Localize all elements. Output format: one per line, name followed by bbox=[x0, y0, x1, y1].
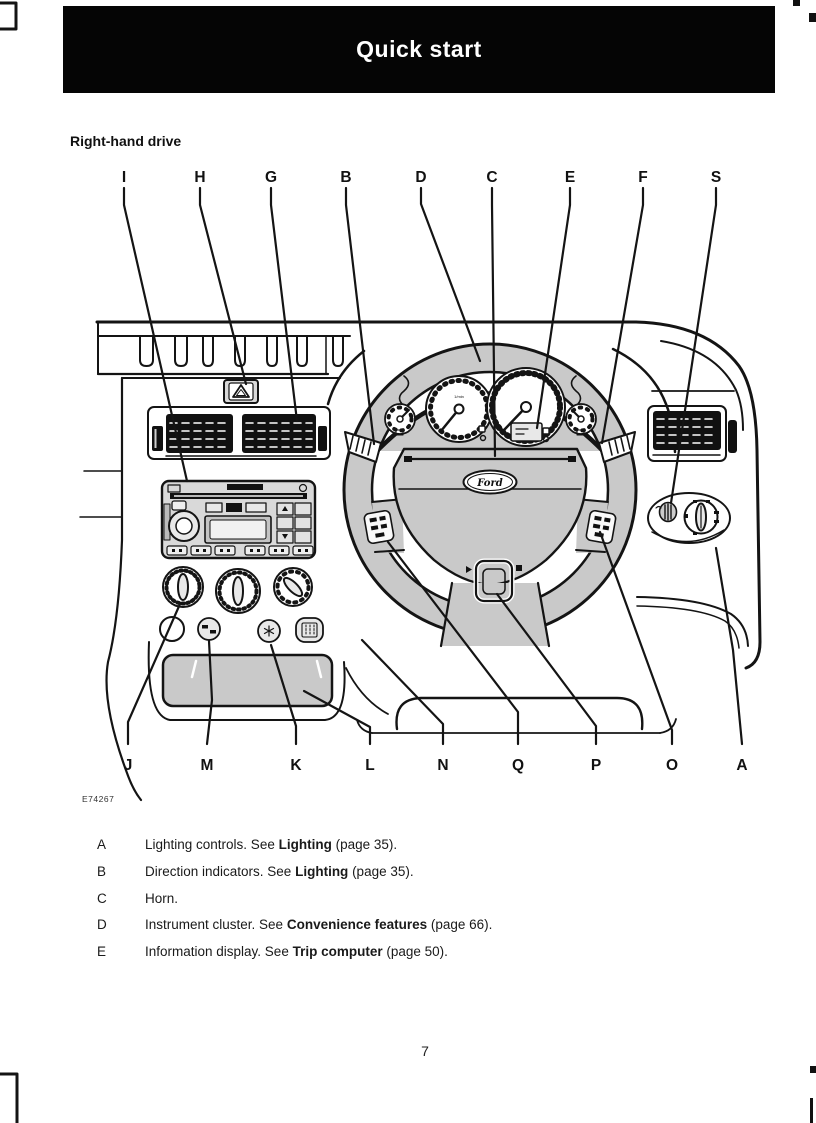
legend-item-B: B Direction indicators. See Lighting (pa… bbox=[97, 864, 717, 891]
recirculation-button bbox=[197, 617, 221, 641]
callout-N: N bbox=[437, 757, 448, 774]
defroster-vent-slats bbox=[139, 335, 344, 375]
page-number: 7 bbox=[421, 1043, 429, 1059]
audio-unit bbox=[160, 479, 317, 560]
tach-unit-label: 1/min bbox=[454, 394, 464, 399]
callout-O: O bbox=[666, 757, 678, 774]
figure-code: E74267 bbox=[82, 794, 115, 804]
ac-button bbox=[257, 619, 281, 643]
legend-text: Horn. bbox=[145, 890, 179, 906]
steering-wheel: 1/min bbox=[342, 342, 638, 648]
legend-letter: A bbox=[97, 837, 107, 852]
right-air-vent bbox=[647, 405, 737, 462]
tachometer-gauge: 1/min bbox=[425, 375, 493, 443]
callout-J: J bbox=[124, 757, 133, 774]
legend-text: Instrument cluster. See Convenience feat… bbox=[145, 917, 493, 933]
indicator-stalk bbox=[344, 431, 382, 463]
legend-item-C: C Horn. bbox=[97, 891, 717, 918]
legend-item-E: E Information display. See Trip computer… bbox=[97, 944, 717, 971]
airbag-pad: Ford bbox=[392, 447, 588, 587]
lower-dash-trim bbox=[356, 696, 677, 734]
legend-letter: B bbox=[97, 863, 107, 879]
console-lower-outline bbox=[147, 641, 346, 721]
hazard-triangle-icon bbox=[232, 384, 250, 398]
callout-M: M bbox=[201, 757, 214, 774]
warning-lights bbox=[478, 425, 550, 443]
callout-D: D bbox=[415, 169, 426, 186]
chapter-header-bar: Quick start bbox=[63, 6, 775, 93]
center-air-vents bbox=[147, 406, 331, 460]
bottom-callout-letters: J M K L N Q P O A bbox=[124, 757, 748, 774]
callout-K: K bbox=[290, 757, 302, 774]
hazard-switch bbox=[223, 379, 259, 404]
right-spoke-controls bbox=[585, 509, 617, 545]
lighting-control-panel bbox=[647, 492, 731, 544]
volume-knob bbox=[168, 510, 200, 542]
ford-oval-logo: Ford bbox=[462, 469, 518, 495]
temperature-gauge bbox=[565, 403, 597, 436]
speedometer-gauge bbox=[486, 367, 566, 447]
air-distribution-knob bbox=[273, 567, 313, 607]
callout-L: L bbox=[365, 757, 374, 774]
callout-C: C bbox=[486, 169, 497, 186]
blank-switch bbox=[159, 616, 185, 642]
cd-eject-icon bbox=[298, 483, 308, 493]
callout-leader-lines bbox=[122, 186, 744, 746]
top-callout-letters: I H G B D C E F S bbox=[122, 169, 721, 186]
wiper-stalk bbox=[598, 431, 636, 463]
badge-arrow-icon bbox=[466, 566, 472, 573]
seek-buttons bbox=[276, 502, 312, 544]
climate-controls bbox=[147, 566, 389, 721]
callout-I: I bbox=[122, 169, 126, 186]
preset-buttons bbox=[166, 545, 314, 556]
callout-S: S bbox=[711, 169, 721, 186]
legend-text: Direction indicators. See Lighting (page… bbox=[145, 863, 414, 879]
column-badge bbox=[474, 559, 514, 603]
cluster-cowl-left bbox=[326, 349, 366, 406]
legend-list: A Lighting controls. See Lighting (page … bbox=[97, 837, 717, 971]
callout-H: H bbox=[194, 169, 205, 186]
callout-P: P bbox=[591, 757, 601, 774]
callout-G: G bbox=[265, 169, 277, 186]
legend-letter: E bbox=[97, 944, 107, 960]
legend-text: Information display. See Trip computer (… bbox=[145, 944, 448, 960]
callout-B: B bbox=[340, 169, 351, 186]
legend-letter: D bbox=[97, 917, 107, 933]
storage-tray bbox=[161, 653, 334, 708]
fuel-gauge bbox=[384, 403, 416, 436]
chapter-title: Quick start bbox=[356, 36, 482, 62]
information-display bbox=[510, 422, 543, 442]
callout-Q: Q bbox=[512, 757, 524, 774]
fan-speed-knob bbox=[162, 566, 204, 608]
callout-A: A bbox=[736, 757, 747, 774]
left-spoke-controls bbox=[363, 509, 395, 545]
legend-letter: C bbox=[97, 890, 107, 906]
heated-rear-window-button bbox=[295, 617, 324, 643]
headlamp-switch bbox=[683, 499, 719, 535]
fog-lamp-knob bbox=[655, 501, 678, 523]
steering-column bbox=[439, 558, 551, 648]
ford-logo-text: Ford bbox=[476, 478, 502, 489]
callout-E: E bbox=[565, 169, 575, 186]
legend-item-D: D Instrument cluster. See Convenience fe… bbox=[97, 917, 717, 944]
section-heading: Right-hand drive bbox=[70, 133, 182, 149]
audio-display bbox=[204, 515, 272, 544]
callout-F: F bbox=[638, 169, 647, 186]
legend-text: Lighting controls. See Lighting (page 35… bbox=[145, 837, 398, 852]
temperature-knob bbox=[215, 568, 261, 614]
legend-item-A: A Lighting controls. See Lighting (page … bbox=[97, 837, 717, 864]
